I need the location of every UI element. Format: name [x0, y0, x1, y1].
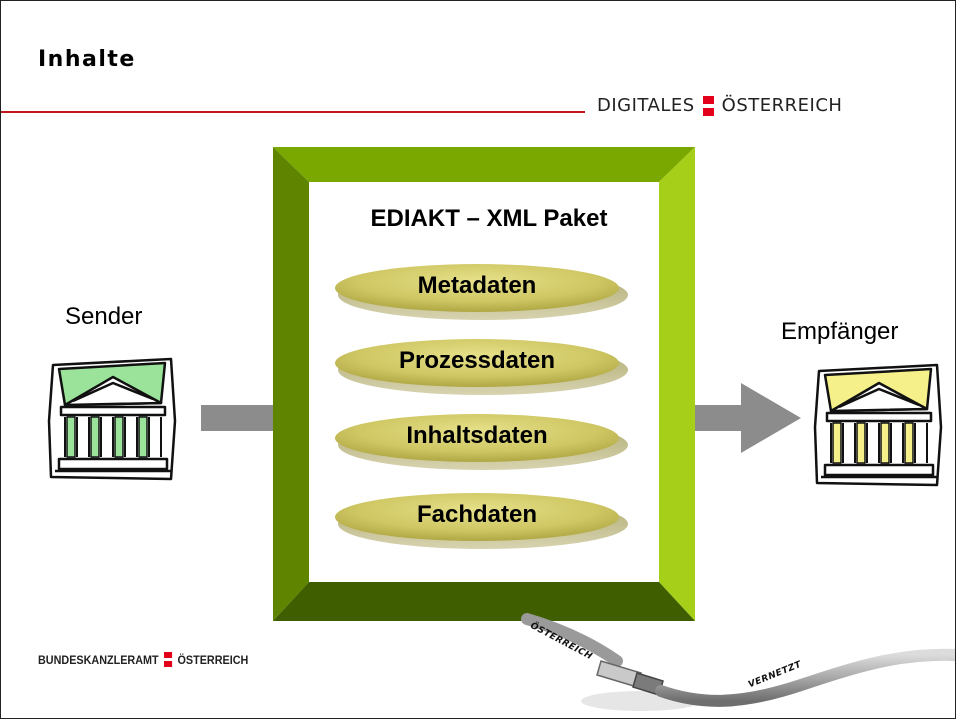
page-title: Inhalte — [38, 47, 136, 72]
disc-inhaltsdaten — [335, 414, 628, 470]
item-prozessdaten: Prozessdaten — [398, 347, 556, 374]
footer-brand-flag-icon — [164, 652, 173, 667]
digitales-oesterreich-logo: DIGITALES ÖSTERREICH — [597, 95, 842, 116]
receiver-label: Empfänger — [781, 318, 899, 345]
footer-brand-right: ÖSTERREICH — [177, 652, 249, 667]
bundeskanzleramt-logo: BUNDESKANZLERAMT ÖSTERREICH — [38, 652, 248, 667]
building-yellow-icon — [813, 363, 943, 487]
disc-fachdaten — [335, 493, 628, 549]
package-title: EDIAKT – XML Paket — [370, 205, 608, 232]
usb-cable-icon — [521, 613, 955, 711]
arrow-out — [693, 383, 801, 453]
item-metadaten: Metadaten — [417, 272, 537, 299]
item-inhaltsdaten: Inhaltsdaten — [406, 422, 548, 449]
footer-brand-left: BUNDESKANZLERAMT — [38, 652, 159, 667]
item-fachdaten: Fachdaten — [416, 501, 538, 528]
brand-left-text: DIGITALES — [597, 95, 695, 116]
brand-right-text: ÖSTERREICH — [721, 95, 843, 116]
arrow-in — [201, 405, 281, 431]
brand-flag-icon — [702, 95, 714, 116]
disc-metadaten — [335, 264, 628, 320]
sender-label: Sender — [65, 303, 143, 330]
disc-prozessdaten — [335, 339, 628, 395]
title-rule — [1, 111, 585, 113]
building-green-icon — [47, 357, 177, 481]
